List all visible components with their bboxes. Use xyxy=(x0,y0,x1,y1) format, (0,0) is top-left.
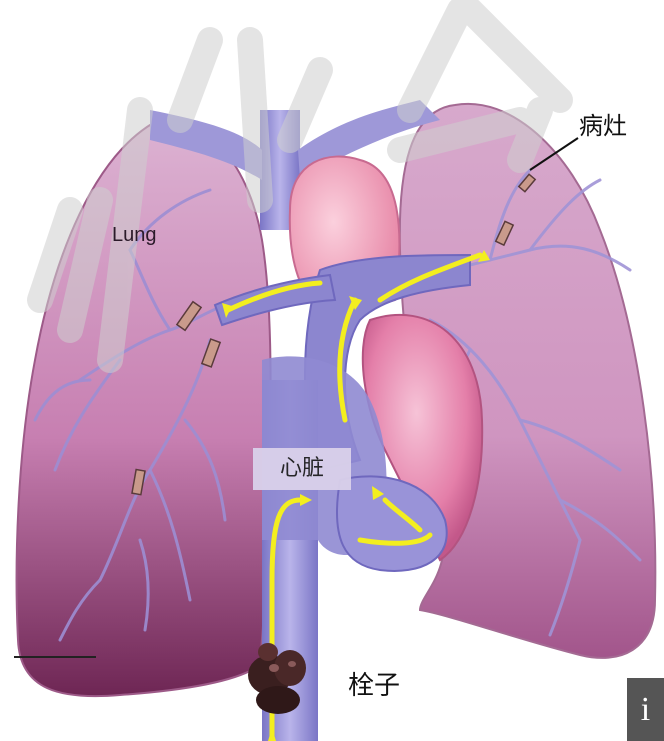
left-lung xyxy=(17,123,271,696)
info-badge-icon[interactable]: i xyxy=(627,678,664,741)
embolus-label: 栓子 xyxy=(348,665,400,702)
lesion-label: 病灶 xyxy=(579,106,627,141)
heart-label: 心脏 xyxy=(253,448,351,490)
lung-label: Lung xyxy=(112,224,157,247)
